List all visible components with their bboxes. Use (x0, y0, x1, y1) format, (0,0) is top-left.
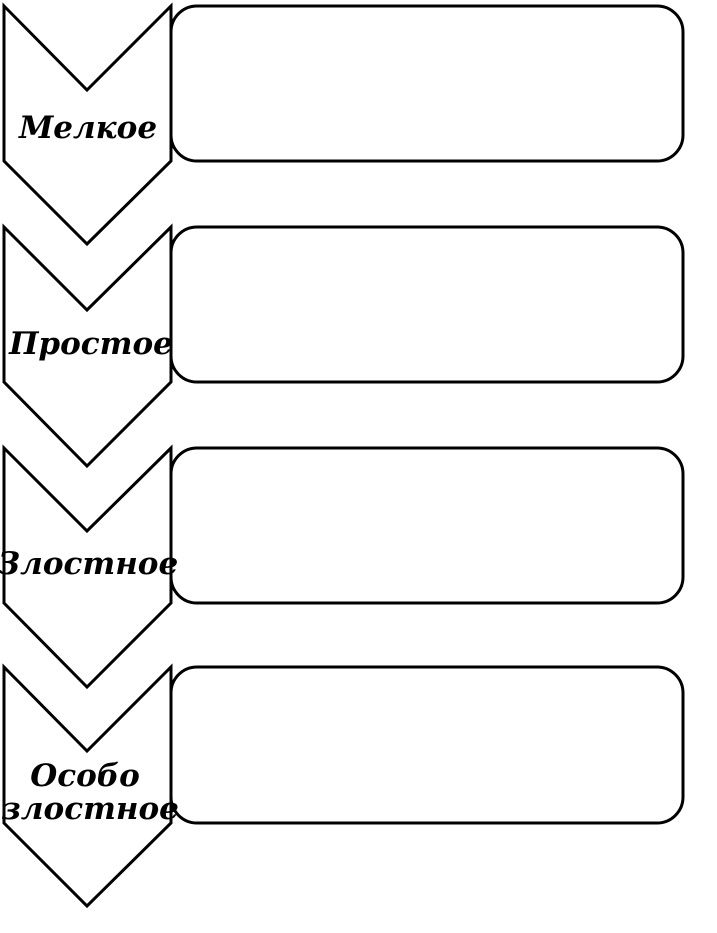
content-box (169, 4, 685, 163)
content-box (169, 446, 685, 605)
list-item: Мелкое (2, 2, 685, 247)
chevron-arrow (2, 444, 173, 690)
content-box (169, 665, 685, 825)
chevron-arrow (2, 223, 173, 469)
list-item: Простое (2, 223, 685, 469)
chevron-label: Мелкое (18, 110, 157, 146)
chevron-label: Злостное (0, 546, 178, 582)
chevron-label-line-2: злостное (1, 791, 179, 827)
chevron-arrow (2, 2, 173, 247)
list-item: Особо злостное (1, 663, 685, 909)
content-box (169, 225, 685, 384)
chevron-label-line-1: Особо (30, 758, 140, 794)
chevron-label: Простое (8, 326, 173, 362)
list-item: Злостное (0, 444, 685, 690)
chevron-arrow (2, 663, 173, 909)
